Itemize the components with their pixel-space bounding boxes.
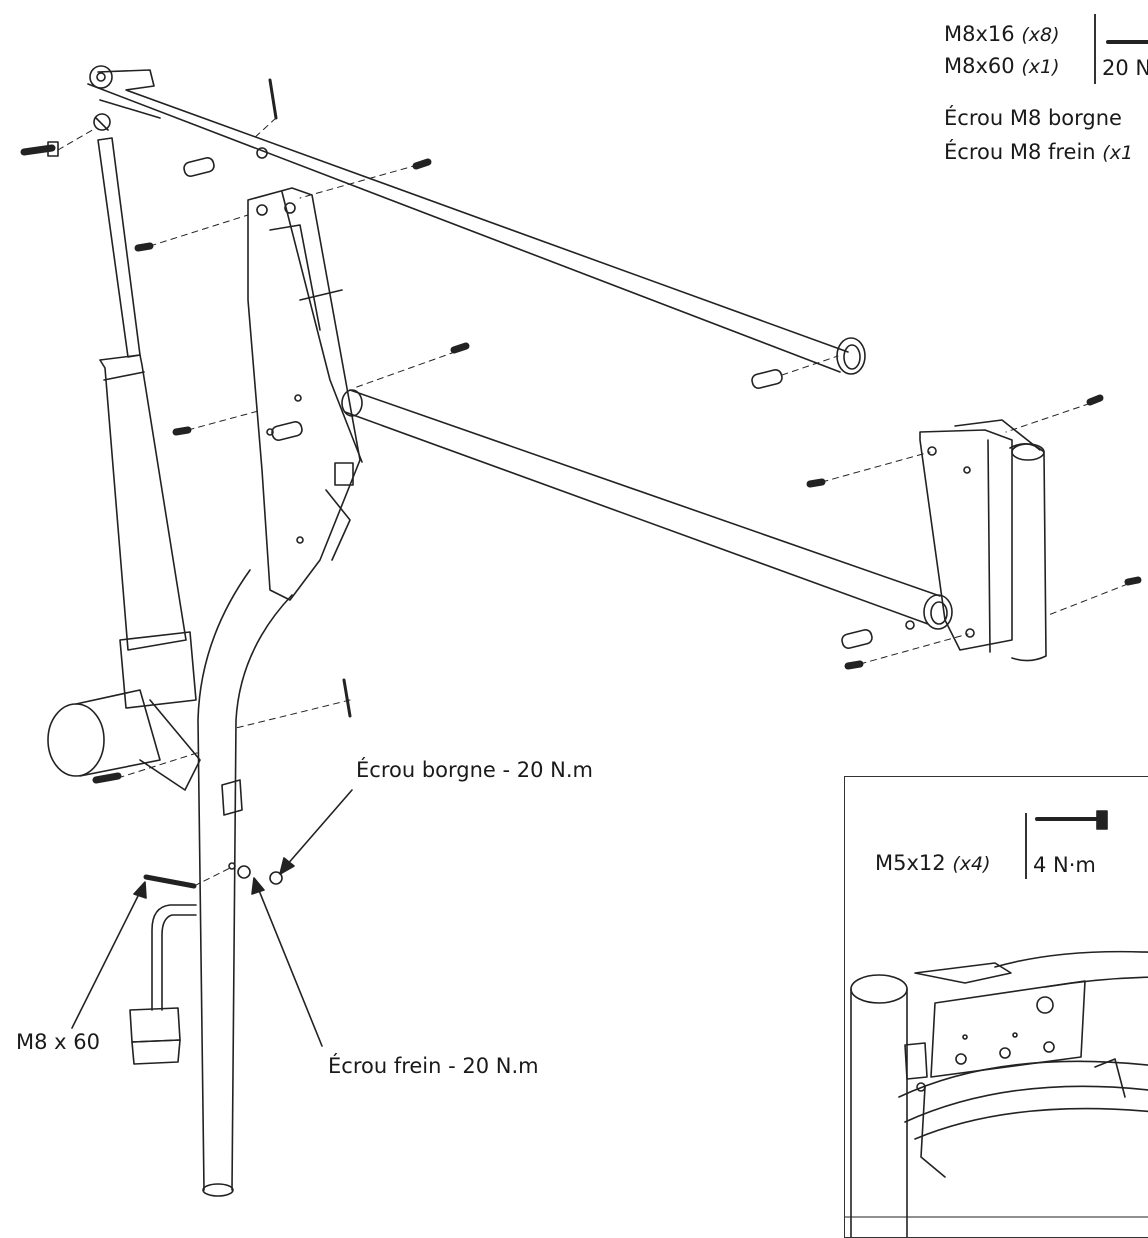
end-bracket [919, 419, 1047, 662]
mast-bracket [247, 187, 363, 601]
screw-m8x60-name: M8x60 [944, 54, 1015, 78]
screw-m8x16-label: M8x16 (x8) [944, 24, 1060, 45]
callout-lock-nut: Écrou frein - 20 N.m [328, 1054, 539, 1078]
inset-torque-label: 4 N·m [1033, 853, 1096, 877]
lower-boom-tube [341, 389, 953, 630]
torque-top-label: 20 N [1102, 56, 1148, 80]
nut-lock-label: Écrou M8 frein (x1 [944, 142, 1133, 163]
loose-fasteners [20, 78, 1142, 889]
callout-cap-nut: Écrou borgne - 20 N.m [356, 758, 593, 782]
vertical-column [197, 569, 293, 1197]
assembly-guide-lines [57, 117, 1139, 887]
upper-boom-tube [87, 65, 866, 375]
nut-lock-name: Écrou M8 frein [944, 140, 1096, 164]
hand-control [129, 904, 197, 1065]
nut-cap-label: Écrou M8 borgne [944, 106, 1122, 130]
actuator [47, 113, 201, 791]
inset-bracket-view [845, 950, 1148, 1237]
inset-separator [1025, 813, 1027, 879]
detail-inset: M5x12 (x4) 4 N·m [844, 776, 1148, 1238]
inset-screw-label: M5x12 (x4) [875, 853, 991, 874]
hardware-separator-top [1094, 14, 1096, 84]
nut-lock-qty: (x1 [1102, 142, 1134, 164]
screw-m8x16-qty: (x8) [1021, 24, 1060, 46]
callout-arrows [71, 789, 353, 1047]
wrench-icon-inset [1035, 810, 1108, 830]
inset-screw-name: M5x12 [875, 851, 946, 875]
screw-m8x60-label: M8x60 (x1) [944, 56, 1060, 77]
screw-m8x60-qty: (x1) [1021, 56, 1060, 78]
inset-detail-drawing [845, 810, 1148, 1237]
callout-long-screw: M8 x 60 [16, 1030, 100, 1054]
screw-m8x16-name: M8x16 [944, 22, 1015, 46]
inset-screw-qty: (x4) [952, 853, 991, 875]
